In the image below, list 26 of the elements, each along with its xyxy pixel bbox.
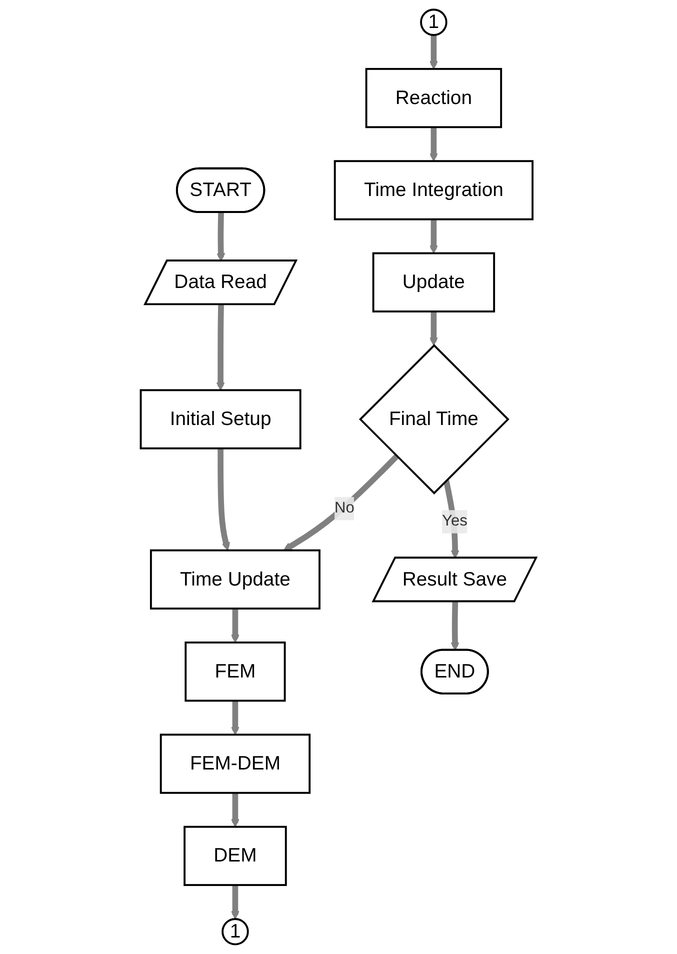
node-box: Initial Setup (140, 389, 302, 450)
node-box: Time Update (150, 549, 321, 610)
node-box: FEM (184, 642, 286, 702)
node-box: DEM (184, 826, 287, 886)
arrow (231, 792, 240, 828)
edge-label: Yes (442, 513, 468, 530)
arrow (216, 304, 225, 391)
arrow (450, 602, 460, 651)
arrow (218, 448, 230, 551)
arrow (429, 34, 438, 70)
node-box: Reaction (365, 68, 502, 128)
arrow (429, 311, 438, 346)
edge-label: No (334, 500, 354, 516)
node-diamond: Final Time (359, 344, 510, 494)
arrow (231, 884, 240, 920)
arrow (216, 212, 226, 262)
arrow (429, 219, 438, 254)
node-circle: 1 (420, 8, 448, 36)
arrow (231, 608, 240, 643)
node-box: FEM-DEM (160, 734, 311, 794)
arrow (283, 454, 399, 551)
node-circle: 1 (222, 918, 249, 946)
node-box: Time Integration (334, 160, 534, 220)
arrow (429, 127, 438, 162)
arrow (231, 700, 240, 736)
node-box: Update (372, 252, 496, 312)
